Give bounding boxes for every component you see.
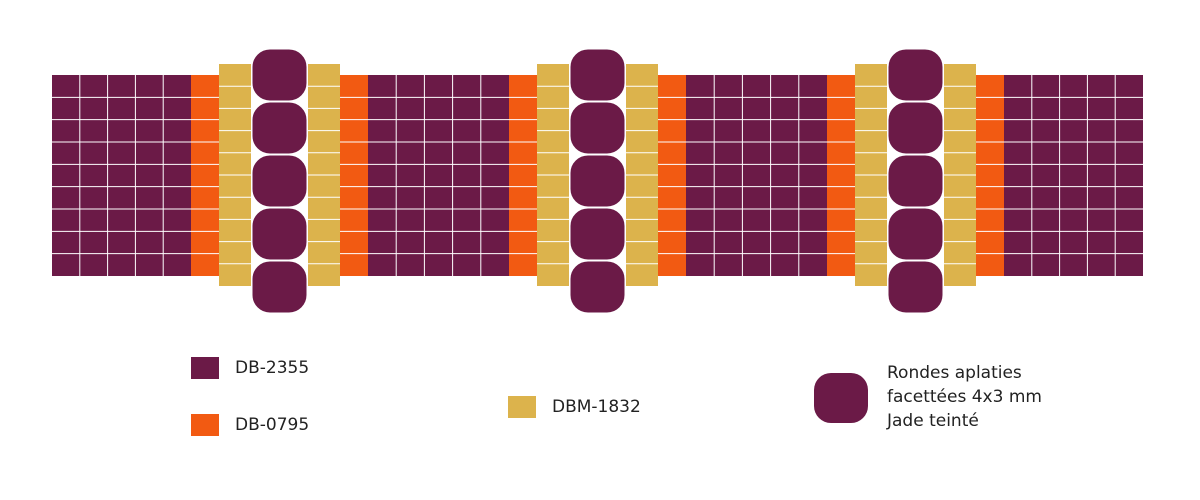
faceted-bead: [887, 260, 944, 314]
legend-item-dbm1832: DBM-1832: [508, 396, 641, 418]
db0795-block: [191, 75, 219, 276]
faceted-bead: [569, 154, 626, 208]
db0795-block: [658, 75, 686, 276]
db2355-block: [1004, 75, 1143, 276]
db2355-block: [686, 75, 827, 276]
beading-pattern-diagram: [52, 48, 1143, 314]
legend-label-bead: Rondes aplaties facettées 4x3 mm Jade te…: [887, 361, 1042, 433]
legend-item-bead: Rondes aplaties facettées 4x3 mm Jade te…: [814, 361, 1042, 433]
legend-label-dbm1832: DBM-1832: [552, 397, 641, 417]
faceted-bead: [887, 48, 944, 102]
faceted-bead: [251, 154, 308, 208]
legend-swatch-dbm1832: [508, 396, 536, 418]
faceted-bead: [887, 101, 944, 155]
faceted-bead: [569, 260, 626, 314]
db0795-block: [509, 75, 537, 276]
legend-swatch-db0795: [191, 414, 219, 436]
db0795-block: [340, 75, 368, 276]
faceted-bead: [569, 207, 626, 261]
faceted-bead: [569, 101, 626, 155]
legend-bead-line3: Jade teinté: [887, 411, 979, 431]
faceted-bead: [251, 207, 308, 261]
legend-item-db0795: DB-0795: [191, 414, 309, 436]
legend-swatch-db2355: [191, 357, 219, 379]
db2355-block: [368, 75, 509, 276]
db0795-block: [827, 75, 855, 276]
faceted-bead: [251, 48, 308, 102]
legend-bead-line1: Rondes aplaties: [887, 363, 1022, 383]
faceted-bead: [887, 154, 944, 208]
faceted-bead: [251, 101, 308, 155]
db2355-block: [52, 75, 191, 276]
faceted-bead: [251, 260, 308, 314]
legend-label-db2355: DB-2355: [235, 358, 310, 378]
legend-label-db0795: DB-0795: [235, 415, 310, 435]
legend-bead-swatch: [814, 373, 868, 423]
legend-bead-line2: facettées 4x3 mm: [887, 387, 1042, 407]
faceted-bead: [887, 207, 944, 261]
db0795-block: [976, 75, 1004, 276]
legend-item-db2355: DB-2355: [191, 357, 309, 379]
faceted-bead: [569, 48, 626, 102]
